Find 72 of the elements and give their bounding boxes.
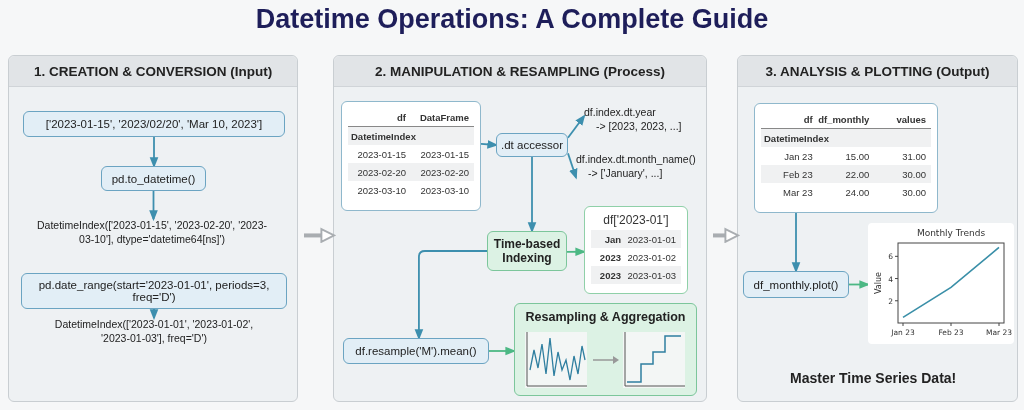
panel-heading: 3. ANALYSIS & PLOTTING (Output) bbox=[765, 63, 990, 79]
table-cell-text: Mar 23 bbox=[782, 186, 814, 198]
arrow bbox=[791, 212, 801, 274]
arrow bbox=[848, 280, 871, 289]
table-cell-text: 2023-03-10 bbox=[419, 184, 470, 196]
table-cell-text: 2023-02-20 bbox=[419, 166, 470, 178]
step-box: Time-based Indexing bbox=[487, 231, 567, 271]
table-cell-text: values bbox=[895, 113, 927, 125]
table-cell-text: Jan bbox=[603, 233, 622, 245]
flow-arrow bbox=[713, 228, 740, 243]
panel-heading: 1. CREATION & CONVERSION (Input) bbox=[33, 63, 273, 79]
result-text: -> [2023, 2023, ...] bbox=[595, 119, 683, 134]
tagline: Master Time Series Data! bbox=[790, 370, 957, 386]
table-cell-text: df_monthly bbox=[817, 113, 871, 125]
data-table bbox=[754, 103, 938, 213]
diagram-title: Datetime Operations: A Complete Guide bbox=[254, 4, 770, 35]
data-table bbox=[584, 206, 688, 294]
arrow bbox=[567, 114, 586, 139]
axis-label: Value bbox=[874, 272, 883, 294]
table-cell-text: 2023 bbox=[598, 269, 622, 281]
code-text: df.index.dt.year bbox=[584, 106, 657, 120]
table-cell-text: df bbox=[802, 113, 814, 125]
code-box: pd.to_datetime() bbox=[101, 166, 206, 191]
panel bbox=[8, 55, 298, 402]
table-cell-text: 2023-02-20 bbox=[356, 166, 407, 178]
panel-heading: 2. MANIPULATION & RESAMPLING (Process) bbox=[374, 63, 665, 79]
output-text: DatetimeIndex(['2023-01-01', '2023-01-02', '2023-01-03'], freq='D') bbox=[39, 318, 269, 352]
arrow bbox=[149, 190, 158, 222]
panel bbox=[737, 55, 1018, 402]
table-cell-text: 30.00 bbox=[901, 168, 927, 180]
table-cell-text: 2023-01-02 bbox=[626, 251, 677, 263]
table-cell-text: 24.00 bbox=[844, 186, 871, 198]
table-title: df['2023-01'] bbox=[602, 213, 670, 227]
group-heading: Resampling & Aggregation bbox=[524, 310, 687, 324]
data-table bbox=[341, 101, 481, 211]
arrow bbox=[527, 156, 537, 234]
code-box: .dt accessor bbox=[496, 133, 568, 157]
table-cell-text: 2023-01-03 bbox=[626, 269, 677, 281]
table-cell-text: df bbox=[396, 111, 407, 123]
arrow bbox=[567, 152, 578, 180]
flow-arrow bbox=[304, 228, 336, 243]
table-cell-text: 2023-01-15 bbox=[356, 148, 407, 160]
table-cell-text: Jan 23 bbox=[783, 150, 814, 162]
arrow bbox=[414, 250, 488, 341]
code-text: df.index.dt.month_name() bbox=[576, 153, 697, 167]
output-text: DatetimeIndex(['2023-01-15', '2023-02-20', '2023-03-10'], dtype='datetime64[ns]') bbox=[36, 219, 268, 253]
chart-panel bbox=[868, 223, 1014, 344]
resampling-panel bbox=[514, 303, 697, 396]
table-cell-text: 22.00 bbox=[844, 168, 871, 180]
arrow bbox=[149, 308, 159, 321]
table-cell-text: Feb 23 bbox=[782, 168, 814, 180]
table-cell-text: 2023 bbox=[598, 251, 622, 263]
table-cell-text: DatetimeIndex bbox=[763, 132, 830, 144]
arrow bbox=[566, 247, 587, 257]
table-cell-text: 31.00 bbox=[901, 150, 927, 162]
result-text: -> ['January', ...] bbox=[587, 166, 664, 181]
panel bbox=[333, 55, 707, 402]
table-cell-text: 30.00 bbox=[901, 186, 927, 198]
arrow bbox=[488, 346, 517, 356]
table-cell-text: 15.00 bbox=[844, 150, 871, 162]
arrow bbox=[480, 140, 499, 149]
table-cell-text: 2023-01-01 bbox=[626, 233, 677, 245]
table-cell-text: DatetimeIndex bbox=[350, 130, 417, 142]
code-box: df_monthly.plot() bbox=[743, 271, 849, 298]
code-box: df.resample('M').mean() bbox=[343, 338, 489, 364]
code-box: pd.date_range(start='2023-01-01', periods=3, freq='D') bbox=[21, 273, 287, 309]
table-cell-text: 2023-01-15 bbox=[419, 148, 470, 160]
chart-title: Monthly Trends bbox=[916, 228, 986, 238]
table-cell-text: DataFrame bbox=[418, 111, 470, 123]
arrow bbox=[149, 136, 159, 169]
code-box: ['2023-01-15', '2023/02/20', 'Mar 10, 2023'] bbox=[23, 111, 285, 137]
table-cell-text: 2023-03-10 bbox=[356, 184, 407, 196]
